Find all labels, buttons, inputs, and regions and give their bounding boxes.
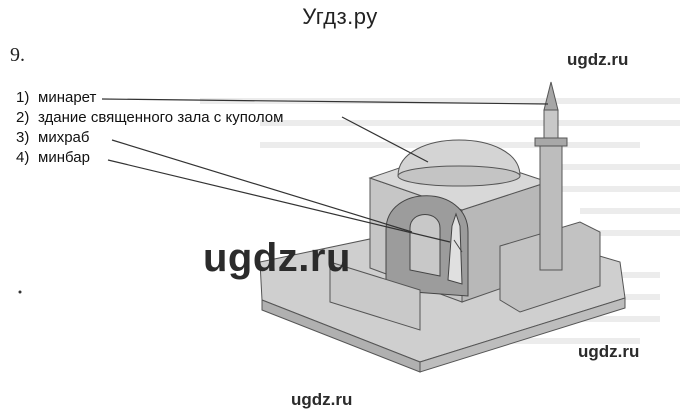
leader-line-minbar xyxy=(107,159,451,243)
minaret-shaft xyxy=(539,141,563,271)
label-list: 1) минарет 2) здание священного зала с куп… xyxy=(16,88,283,168)
label-number: 1) xyxy=(16,89,30,106)
minaret-top xyxy=(543,109,559,139)
label-text: минарет xyxy=(38,89,97,106)
small-dot xyxy=(18,290,22,294)
minaret-balcony xyxy=(534,137,568,147)
task-number: 9. xyxy=(10,44,25,66)
leader-lines xyxy=(101,98,549,243)
minaret-spire xyxy=(543,81,559,111)
label-text: минбар xyxy=(38,149,90,166)
mihrab-niche xyxy=(409,214,441,277)
label-item: 1) минарет xyxy=(16,88,283,108)
label-number: 4) xyxy=(16,149,30,166)
leader-line-hall xyxy=(341,116,429,163)
label-item: 2) здание священного зала с куполом xyxy=(16,108,283,128)
dome-drum xyxy=(397,165,521,187)
minbar xyxy=(447,212,463,285)
site-title: Угдз.ру xyxy=(302,4,378,29)
watermark-bottom-center: ugdz.ru xyxy=(291,390,353,409)
watermark-top-right: ugdz.ru xyxy=(567,50,629,69)
watermark-bottom-right: ugdz.ru xyxy=(578,342,640,361)
watermark-center: ugdz.ru xyxy=(203,236,351,280)
label-text: здание священного зала с куполом xyxy=(38,109,284,126)
courtyard-side xyxy=(419,297,626,373)
label-item: 4) минбар xyxy=(16,148,283,168)
leader-line-minaret xyxy=(101,98,549,105)
leader-line-mihrab xyxy=(111,139,413,233)
label-text: михраб xyxy=(38,129,90,146)
label-number: 2) xyxy=(16,109,30,126)
label-item: 3) михраб xyxy=(16,128,283,148)
label-number: 3) xyxy=(16,129,30,146)
front-wing xyxy=(329,261,421,331)
